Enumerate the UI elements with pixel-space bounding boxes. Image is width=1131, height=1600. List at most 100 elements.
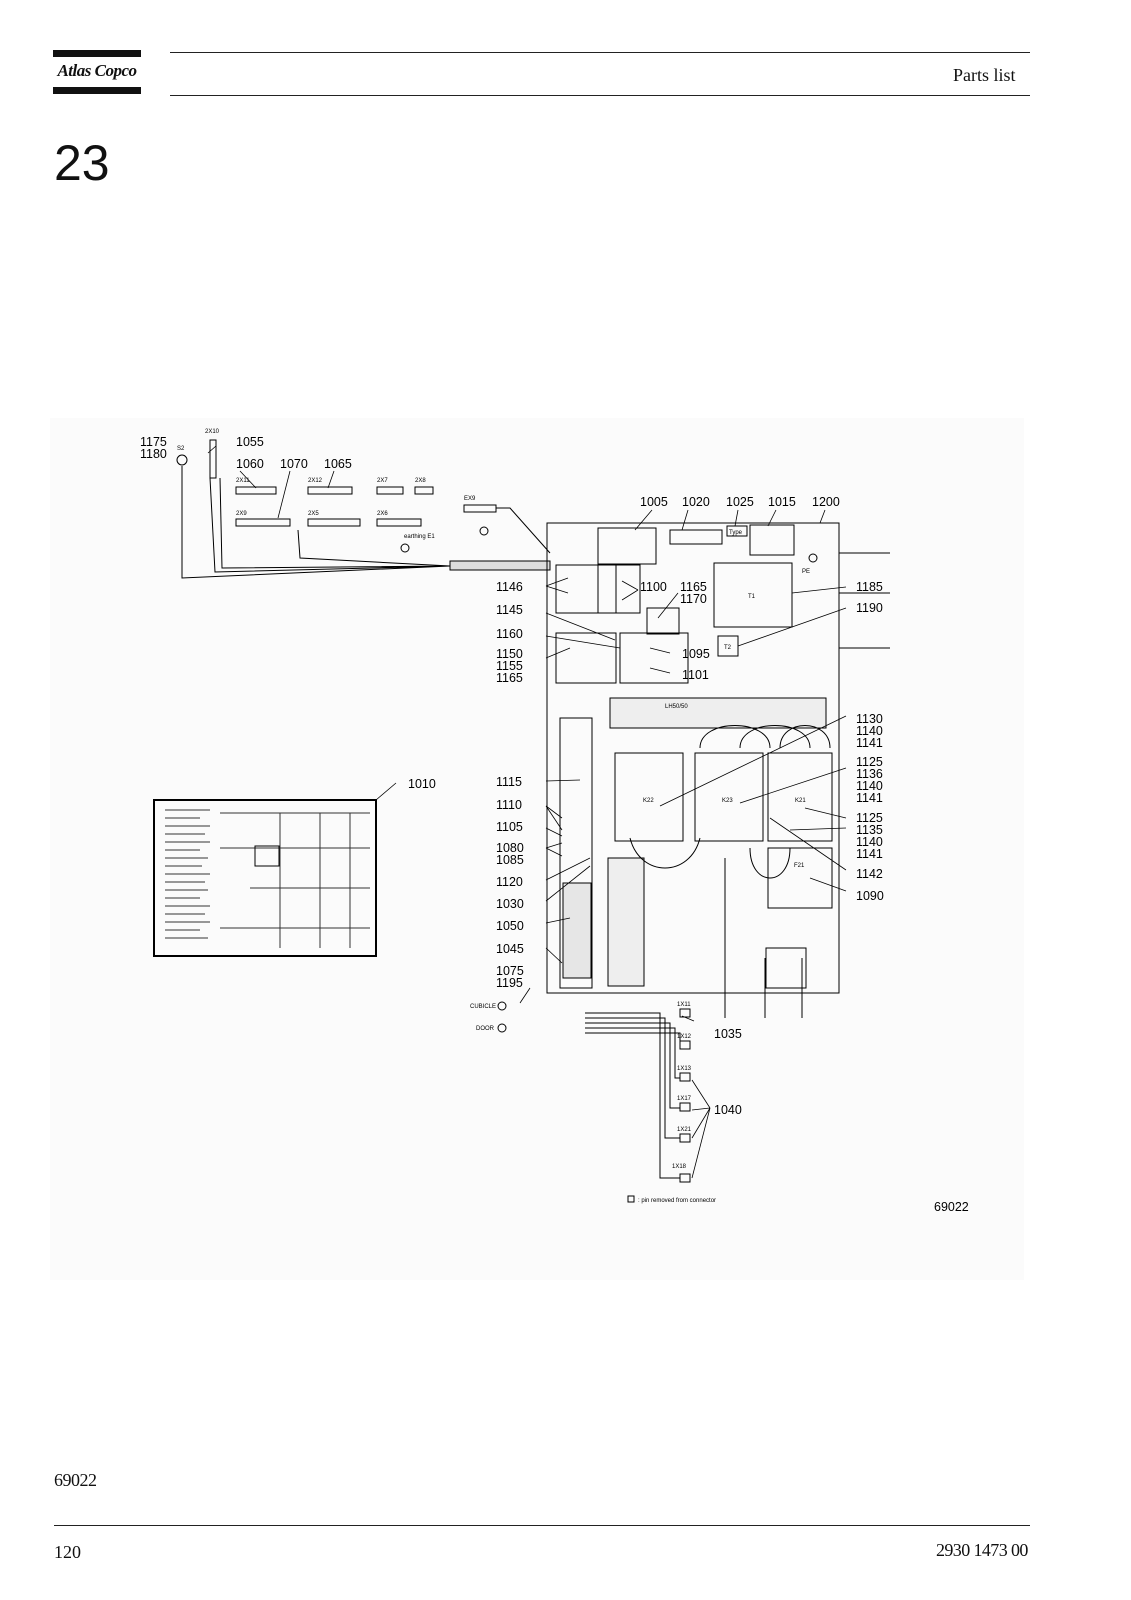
callout-1200: 1200 (812, 495, 840, 509)
type-plate (726, 525, 748, 537)
label-2x6: 2X6 (377, 511, 388, 517)
callout-1125-a: 1125 (856, 755, 883, 769)
callout-1165-top: 1165 (680, 580, 707, 594)
footer-rule (54, 1525, 1030, 1526)
label-1x11: 1X11 (677, 1002, 691, 1008)
terminal-rail (559, 717, 593, 989)
connector-1x17 (679, 1102, 691, 1112)
callout-1142: 1142 (856, 867, 883, 881)
legend-note: : pin removed from connector (638, 1198, 716, 1204)
top-terminal-strip (597, 527, 657, 565)
connector-1x11 (679, 1008, 691, 1018)
label-2x8: 2X8 (415, 478, 426, 484)
header-rule-bottom (170, 95, 1030, 96)
connector-1x13 (679, 1072, 691, 1082)
label-1x12: 1X12 (677, 1034, 692, 1040)
callout-1141-c: 1141 (856, 847, 883, 861)
earth-door (497, 1023, 507, 1033)
callout-1130: 1130 (856, 712, 883, 726)
wiring-diagram-content (165, 809, 370, 948)
section-number: 23 (54, 135, 110, 191)
wiring-diagram-1010 (153, 799, 377, 957)
label-lh: LH50/50 (665, 704, 688, 710)
callout-1125-b: 1125 (856, 811, 883, 825)
logo-text: Atlas Copco (57, 61, 137, 80)
terminal-block-1050 (562, 882, 592, 979)
cable-duct-lh50 (609, 697, 827, 729)
callout-1025: 1025 (726, 495, 754, 509)
callout-1085: 1085 (496, 853, 524, 867)
label-1x13: 1X13 (677, 1066, 692, 1072)
page-number: 120 (54, 1542, 81, 1562)
callout-1070: 1070 (280, 457, 308, 471)
wiring-drawing: S2 2X10 2X11 2X12 2X7 2X8 2X9 2X5 2X6 EX… (50, 418, 1024, 1280)
figure-number: 69022 (934, 1200, 969, 1214)
label-t1: T1 (748, 594, 756, 600)
small-box-bottom (765, 947, 807, 989)
label-2x10: 2X10 (205, 429, 220, 435)
callout-1120: 1120 (496, 875, 523, 889)
connector-2x10 (209, 439, 217, 479)
label-door: DOOR (476, 1026, 495, 1032)
callout-1185: 1185 (856, 580, 883, 594)
label-1x18: 1X18 (672, 1164, 687, 1170)
label-2x12: 2X12 (308, 478, 323, 484)
callout-1030: 1030 (496, 897, 524, 911)
connector-1x18 (679, 1173, 691, 1183)
label-k21: K21 (795, 798, 806, 804)
connector-2x8 (414, 486, 434, 495)
cable-bundle (181, 466, 451, 579)
callout-1105: 1105 (496, 820, 523, 834)
callout-1060: 1060 (236, 457, 264, 471)
data-plate-1015 (749, 524, 795, 556)
fuse-block-f26 (597, 564, 641, 614)
connector-2x9 (235, 518, 291, 527)
label-cubicle: CUBICLE (470, 1004, 496, 1010)
label-earthing: earthing E1 (404, 534, 435, 540)
callout-1190: 1190 (856, 601, 883, 615)
section-title: Parts list (953, 65, 1016, 85)
connector-2x12 (307, 486, 353, 495)
callout-1050: 1050 (496, 919, 524, 933)
callout-1055: 1055 (236, 435, 264, 449)
callout-1150: 1150 (496, 647, 523, 661)
callout-1160: 1160 (496, 627, 523, 641)
callout-1195: 1195 (496, 976, 523, 990)
callout-1110: 1110 (496, 798, 522, 812)
logo-bar-bottom (53, 87, 141, 94)
label-1x17: 1X17 (677, 1096, 692, 1102)
callout-1020: 1020 (682, 495, 710, 509)
callout-1015: 1015 (768, 495, 796, 509)
earth-cubicle (497, 1001, 507, 1011)
callout-1075: 1075 (496, 964, 524, 978)
callout-1140-c: 1140 (856, 835, 883, 849)
connector-ex9 (463, 504, 497, 513)
top-device-1020 (669, 529, 723, 545)
wire-loops (629, 725, 831, 879)
label-type: Type (729, 530, 743, 536)
bottom-harness (585, 1012, 681, 1179)
label-2x7: 2X7 (377, 478, 388, 484)
label-pe: PE (802, 569, 810, 575)
callout-1115: 1115 (496, 775, 522, 789)
document-number: 2930 1473 00 (936, 1540, 1028, 1560)
callout-1010: 1010 (408, 777, 436, 791)
wiring-diagram-box (254, 845, 280, 867)
callout-1175: 1175 (140, 435, 167, 449)
label-ex9: EX9 (464, 496, 476, 502)
label-t2: T2 (724, 645, 732, 651)
connector-2x5 (307, 518, 361, 527)
contactor-k22 (614, 752, 684, 842)
cable-duct-vertical (607, 857, 645, 987)
callout-1146: 1146 (496, 580, 523, 594)
label-k22: K22 (643, 798, 654, 804)
callout-1100: 1100 (640, 580, 667, 594)
callout-1005: 1005 (640, 495, 668, 509)
connector-1x21 (679, 1133, 691, 1143)
callout-1165-bottom: 1165 (496, 671, 523, 685)
earth-symbol-ex9 (479, 526, 489, 536)
label-2x5: 2X5 (308, 511, 319, 517)
callout-1155: 1155 (496, 659, 523, 673)
callout-1136: 1136 (856, 767, 883, 781)
callout-1141-b: 1141 (856, 791, 883, 805)
